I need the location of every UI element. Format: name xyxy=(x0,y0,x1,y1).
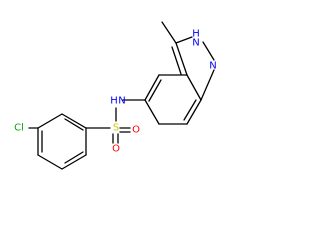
bond xyxy=(144,74,160,101)
bond xyxy=(61,113,87,129)
atom-n-amide: N xyxy=(118,96,125,107)
bond xyxy=(186,99,202,125)
atom-n2-pyrazole: N xyxy=(192,38,199,49)
bond xyxy=(175,36,193,44)
atom-o-bottom: O xyxy=(112,144,120,155)
bond xyxy=(144,99,160,125)
atom-s: S xyxy=(113,123,119,134)
bonds xyxy=(28,21,215,170)
bond xyxy=(148,79,162,102)
atom-cl: Cl xyxy=(14,123,24,134)
bond xyxy=(37,113,63,129)
bond xyxy=(161,21,177,44)
atom-h-amide: H xyxy=(110,96,118,107)
bond xyxy=(183,99,197,121)
atom-o-right: O xyxy=(132,125,140,136)
bond xyxy=(200,69,215,101)
atom-labels: Cl S O O N H N H N xyxy=(14,29,217,155)
bond xyxy=(202,41,215,61)
bond xyxy=(64,151,84,164)
bond xyxy=(175,42,188,76)
bond xyxy=(37,154,63,170)
bond xyxy=(64,118,84,131)
bond xyxy=(171,46,182,75)
bond xyxy=(186,74,202,101)
molecule-structure: Cl S O O N H N H N xyxy=(14,21,217,170)
bond xyxy=(61,154,87,170)
atom-n1-pyrazole: N xyxy=(209,61,216,72)
atom-h-pyrazole: H xyxy=(192,29,200,40)
